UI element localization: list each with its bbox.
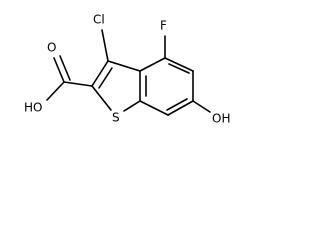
bond-carboxyl-oh [46,81,65,101]
bond-c4-c5-double [168,63,190,74]
atom-label-carboxyl-hydroxyl: HO [24,101,42,115]
bond-c2-carboxyl [63,81,93,87]
atom-label-fluorine: F [160,19,167,33]
bond-c3-c2 [91,60,109,87]
structure-canvas: Cl F O HO S OH [0,0,260,137]
bond-s1-c7a [123,100,141,112]
bond-c6-c7 [167,100,194,116]
bond-c3-c2-double [98,67,113,89]
bond-c3-cl [101,29,109,62]
bond-c6-c7-double [166,98,188,111]
bond-c3a-c3 [107,60,141,72]
bond-c6-oh [192,100,211,113]
bond-c2-s1 [91,85,112,111]
molecule-diagram: Cl F O HO S OH [24,13,230,126]
bond-c4-c5 [164,57,194,72]
atom-label-carbonyl-oxygen: O [47,41,56,55]
atom-label-ring-hydroxyl: OH [212,112,230,126]
atom-label-chlorine: Cl [93,13,105,27]
atom-label-sulfur: S [112,111,120,125]
bond-carboxyl-o-double-2 [59,55,71,81]
bond-c3a-c4 [139,57,166,72]
bond-c7-c7a [139,100,169,116]
bond-carboxyl-o-double-1 [53,57,65,83]
